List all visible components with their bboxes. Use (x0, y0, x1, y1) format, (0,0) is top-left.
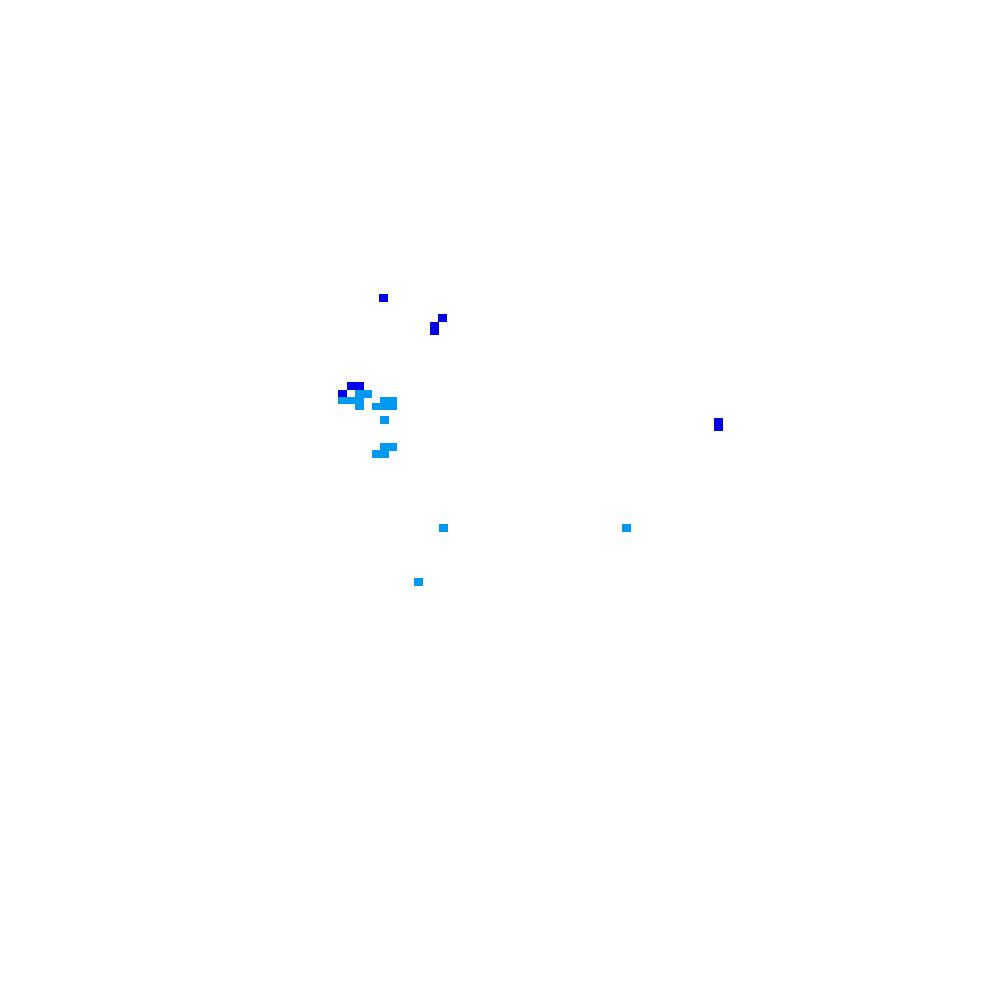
pixel-block-light-10 (372, 403, 397, 410)
pixel-block-light-8 (355, 404, 364, 410)
pixel-block-light-13 (372, 450, 389, 458)
pixel-block-dark-0 (379, 294, 388, 302)
pixel-block-dark-3 (347, 382, 364, 390)
pixel-block-light-14 (439, 524, 448, 532)
pixel-block-dark-2 (430, 322, 439, 335)
pixel-block-dark-1 (438, 314, 447, 322)
pixel-block-light-6 (355, 390, 372, 398)
pixel-block-light-11 (380, 416, 389, 424)
pixel-block-light-12 (380, 443, 397, 451)
pixel-block-light-9 (380, 397, 397, 404)
pixel-block-dark-5 (714, 418, 723, 431)
pixel-block-light-15 (622, 524, 631, 532)
pixel-block-light-16 (414, 578, 423, 586)
pixel-block-light-7 (338, 397, 364, 404)
pixel-block-dark-4 (338, 390, 347, 398)
